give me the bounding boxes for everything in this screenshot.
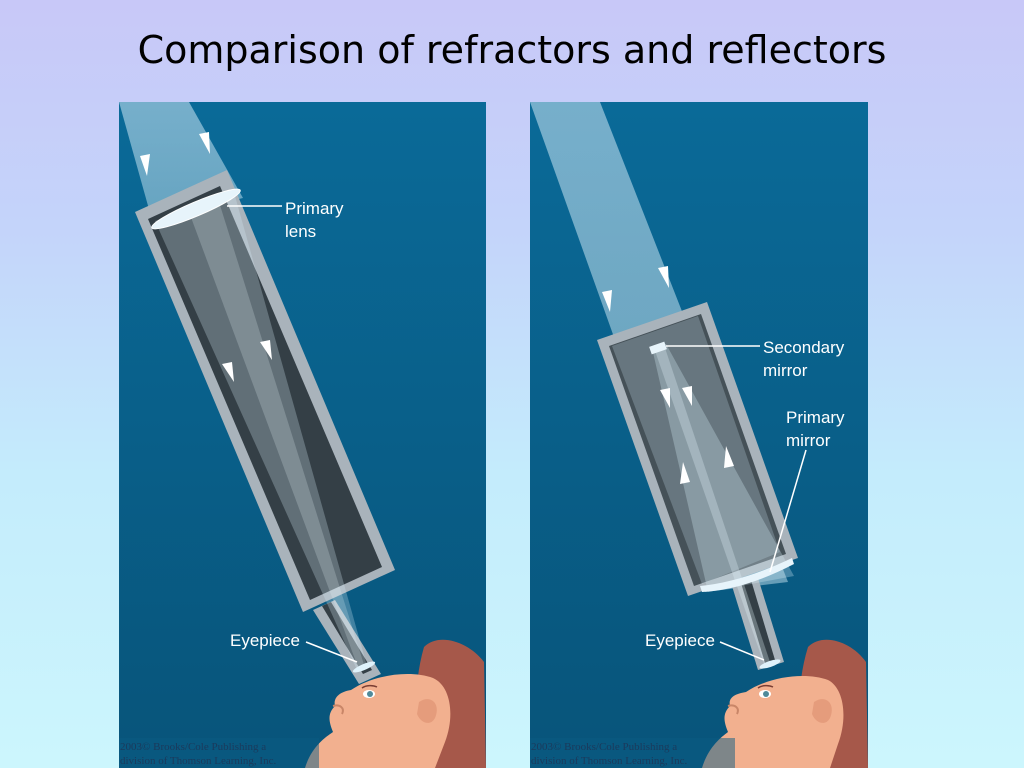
primary-mirror-leader — [769, 449, 807, 573]
reflector-diagram: Secondary mirror Primary mirror Eyepiece… — [530, 102, 868, 768]
credit-line-1: 2003© Brooks/Cole Publishing a — [120, 741, 266, 753]
eyepiece-lens — [759, 659, 781, 669]
slide-title: Comparison of refractors and reflectors — [137, 28, 887, 72]
refractor-illustration: Primary lens Eyepiece 2003© Brooks/Cole … — [119, 102, 486, 768]
credit-line-2: division of Thomson Learning, Inc. — [531, 755, 687, 767]
refractor-tube — [135, 170, 395, 684]
primary-mirror — [700, 558, 794, 592]
observer-head — [702, 639, 868, 768]
reflected-light-cone — [652, 344, 794, 592]
primary-lens-label: Primary — [285, 199, 344, 218]
eyepiece-lens — [352, 661, 376, 673]
primary-lens — [151, 188, 241, 230]
eyepiece-label: Eyepiece — [645, 631, 715, 650]
reflector-tube — [597, 302, 798, 670]
converging-light-cone — [155, 196, 367, 670]
eyepiece-leader — [305, 641, 358, 663]
light-direction-arrows — [602, 266, 734, 484]
reflector-illustration: Secondary mirror Primary mirror Eyepiece… — [530, 102, 868, 768]
secondary-mirror-label: Secondary — [763, 338, 845, 357]
eyepiece-leader — [719, 641, 765, 661]
observer-head — [305, 639, 486, 768]
eyepiece-label: Eyepiece — [230, 631, 300, 650]
light-direction-arrows — [140, 132, 272, 382]
credit-line-2: division of Thomson Learning, Inc. — [120, 755, 276, 767]
primary-lens-label-line2: lens — [285, 222, 316, 241]
credit-line-1: 2003© Brooks/Cole Publishing a — [531, 741, 677, 753]
secondary-mirror — [649, 341, 667, 355]
primary-mirror-label-line2: mirror — [786, 431, 831, 450]
secondary-mirror-label-line2: mirror — [763, 361, 808, 380]
primary-mirror-label: Primary — [786, 408, 845, 427]
refractor-diagram: Primary lens Eyepiece 2003© Brooks/Cole … — [119, 102, 486, 768]
